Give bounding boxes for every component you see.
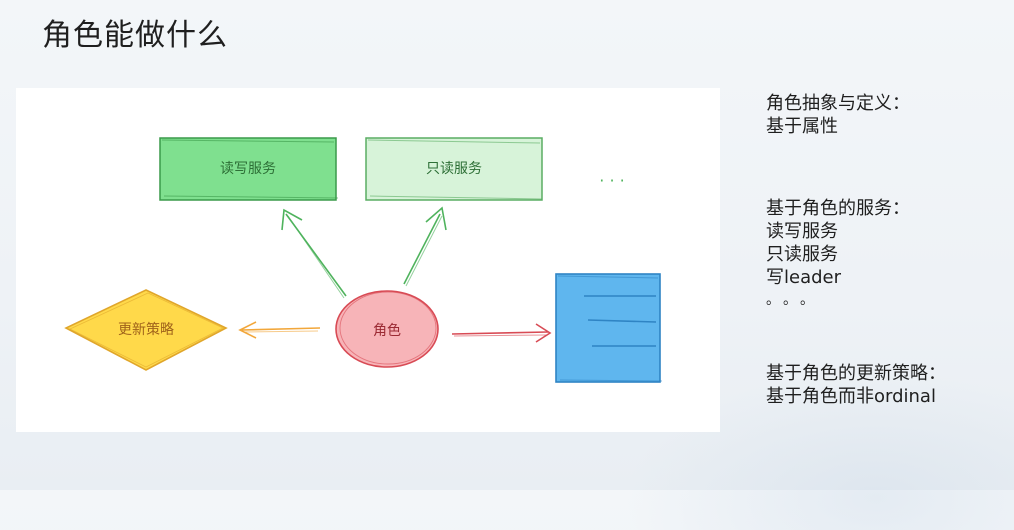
ro-service-label: 只读服务 [426,160,482,177]
update-policy-node: 更新策略 [64,289,228,371]
role-node: 角色 [335,290,439,368]
diagram-svg: 读写服务 只读服务 · · · 更新策略 [64,137,663,383]
section-heading: 基于角色的更新策略： [766,363,946,384]
section-item: 读写服务 [766,221,838,242]
section-item: 写leader [766,267,842,288]
notes-section-role-definition: 角色抽象与定义： 基于属性 [766,92,1006,138]
rw-service-label: 读写服务 [220,160,276,177]
notes-section-update-policy: 基于角色的更新策略： 基于角色而非ordinal [766,362,1006,408]
page-title: 角色能做什么 [42,18,228,53]
role-label: 角色 [373,322,401,339]
arrow-role-to-ro [403,206,447,287]
rw-service-node: 读写服务 [159,137,339,201]
section-heading: 角色抽象与定义： [766,93,910,114]
section-heading: 基于角色的服务： [766,198,910,219]
document-icon [555,273,663,383]
sidebar-notes: 角色抽象与定义： 基于属性 基于角色的服务： 读写服务 只读服务 写leader… [766,92,1006,408]
notes-section-role-services: 基于角色的服务： 读写服务 只读服务 写leader 。。。 [766,197,1006,312]
section-item: 基于属性 [766,116,838,137]
section-item: 只读服务 [766,244,838,265]
arrow-role-to-document [451,323,552,343]
ro-service-node: 只读服务 [365,137,543,201]
update-policy-label: 更新策略 [118,321,174,338]
arrow-role-to-rw [281,208,347,299]
section-item-ellipsis: 。。。 [766,292,824,308]
section-item: 基于角色而非ordinal [766,386,936,407]
ellipsis-label: · · · [599,171,624,190]
diagram-canvas: 读写服务 只读服务 · · · 更新策略 [16,88,720,432]
arrow-role-to-policy [238,321,321,339]
